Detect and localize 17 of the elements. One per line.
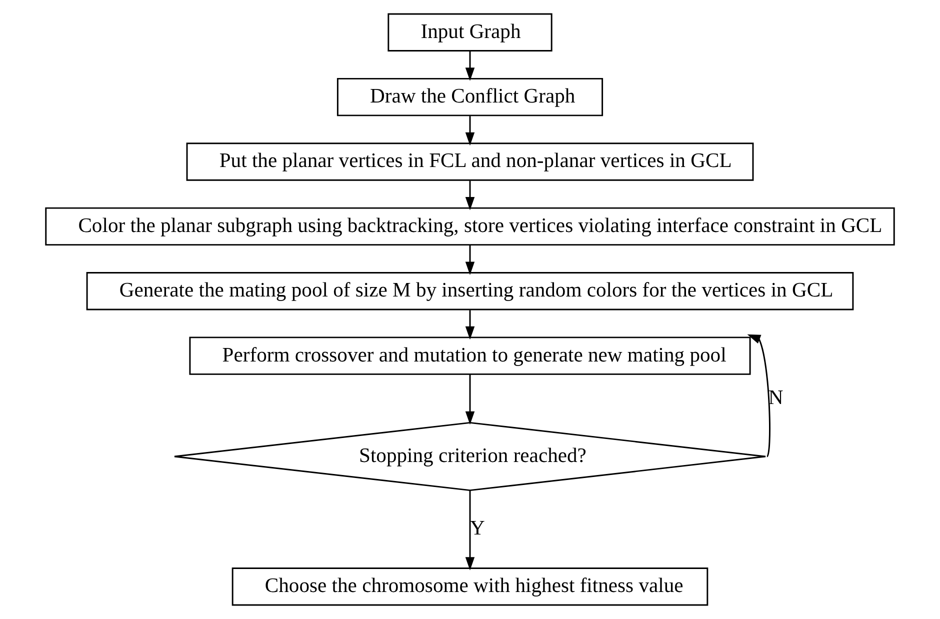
node-box: Choose the chromosome with highest fitness value — [232, 568, 708, 606]
arrow — [465, 180, 475, 210]
arrow — [465, 245, 475, 275]
arrow — [747, 334, 770, 457]
node-box: Put the planar vertices in FCL and non-planar vertices in GCL — [186, 142, 754, 181]
node-diamond: Stopping criterion reached? — [174, 422, 766, 492]
arrow — [465, 51, 475, 81]
arrow — [465, 490, 475, 570]
node-box: Input Graph — [388, 13, 552, 52]
node-box: Draw the Conflict Graph — [336, 78, 604, 116]
arrow — [465, 116, 475, 146]
arrow — [465, 374, 475, 425]
node-box: Perform crossover and mutation to generate new mating pool — [189, 336, 751, 375]
edge-label: Y — [470, 518, 485, 540]
node-box: Color the planar subgraph using backtracking, store vertices violating interface constraint in GCL — [45, 207, 895, 246]
node-box: Generate the mating pool of size M by inserting random colors for the vertices in GCL — [86, 272, 854, 310]
arrow — [465, 310, 475, 340]
